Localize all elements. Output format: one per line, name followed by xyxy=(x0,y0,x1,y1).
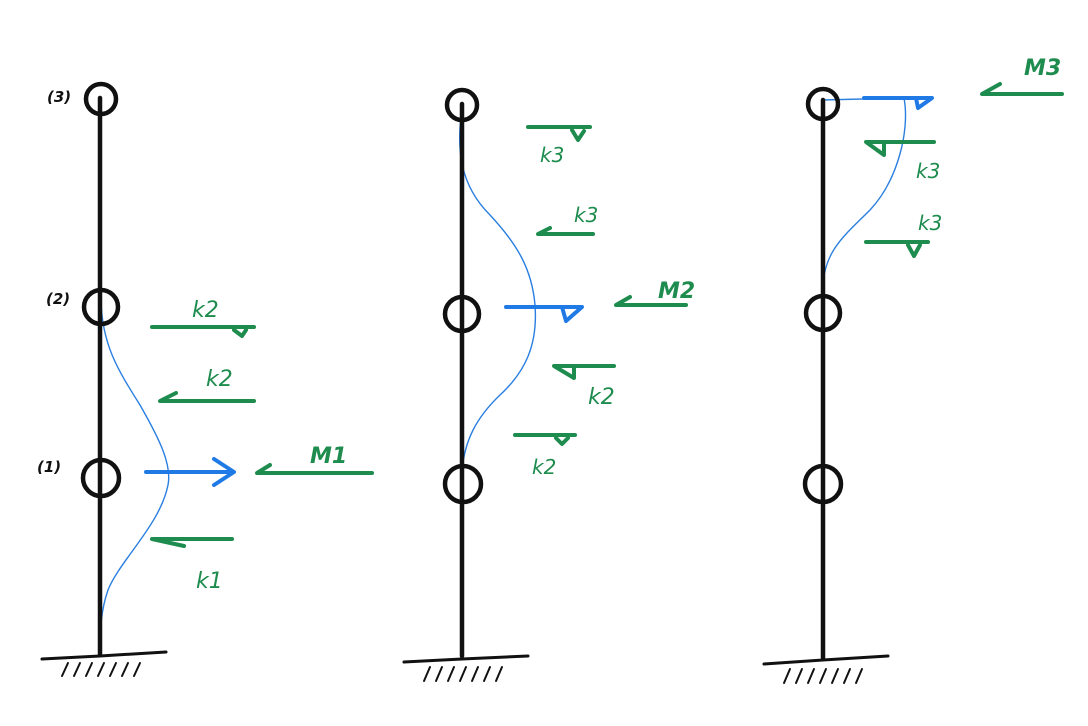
force-m3-arrow xyxy=(980,82,1064,96)
node-2 xyxy=(81,287,121,327)
force-k3-bottom-arrow xyxy=(864,240,930,258)
node-label-1: (1) xyxy=(37,458,61,476)
node-1 xyxy=(802,463,844,505)
force-m1-arrow xyxy=(255,463,374,475)
panel-2: k3 k3 M2 k2 k2 xyxy=(402,87,695,682)
node-label-3: (3) xyxy=(47,88,71,106)
mode-shape-2 xyxy=(458,107,537,655)
node-1 xyxy=(80,457,122,499)
mode-shape-3 xyxy=(821,97,907,655)
force-k2-bottom-label: k2 xyxy=(532,455,556,479)
inertia-m1-arrow xyxy=(144,457,236,487)
node-2 xyxy=(803,293,843,333)
force-k2-bottom-arrow xyxy=(158,391,256,403)
force-k3-bottom-label: k3 xyxy=(574,203,598,227)
panel-3: M3 k3 k3 xyxy=(762,56,1064,684)
force-k2-top-arrow xyxy=(150,325,256,338)
ground-hatch xyxy=(423,666,503,682)
node-2 xyxy=(442,294,482,334)
inertia-m3-arrow xyxy=(862,96,934,110)
ground-hatch xyxy=(61,662,141,677)
ground-hatch xyxy=(783,668,863,684)
force-k3-top-label: k3 xyxy=(916,159,940,183)
force-k2-top-arrow xyxy=(552,364,616,380)
force-k2-bottom-arrow xyxy=(513,433,577,446)
force-k3-bottom-arrow xyxy=(536,226,595,236)
force-k3-bottom-label: k3 xyxy=(918,211,942,235)
force-m2-label: M2 xyxy=(658,279,695,304)
force-m1-label: M1 xyxy=(310,444,347,469)
inertia-m2-arrow xyxy=(504,305,584,323)
force-k2-top-label: k2 xyxy=(192,298,219,323)
node-3 xyxy=(444,87,480,123)
node-3 xyxy=(83,81,119,117)
force-m3-label: M3 xyxy=(1024,56,1061,81)
force-k3-top-arrow xyxy=(864,140,936,157)
ground-line xyxy=(40,650,168,661)
node-label-2: (2) xyxy=(46,290,70,308)
mode-shape-1 xyxy=(99,97,170,653)
force-k1-arrow xyxy=(150,537,234,548)
force-k3-top-arrow xyxy=(526,125,592,142)
panel-1: (3) (2) (1) k2 k2 M1 k1 xyxy=(37,81,374,677)
node-3 xyxy=(805,86,841,122)
ground-line xyxy=(402,654,530,664)
node-1 xyxy=(442,463,484,505)
force-k2-top-label: k2 xyxy=(588,385,615,410)
force-k2-bottom-label: k2 xyxy=(206,367,233,392)
force-k1-label: k1 xyxy=(196,569,223,594)
ground-line xyxy=(762,654,890,666)
force-k3-top-label: k3 xyxy=(540,143,564,167)
force-m2-arrow xyxy=(614,295,688,307)
